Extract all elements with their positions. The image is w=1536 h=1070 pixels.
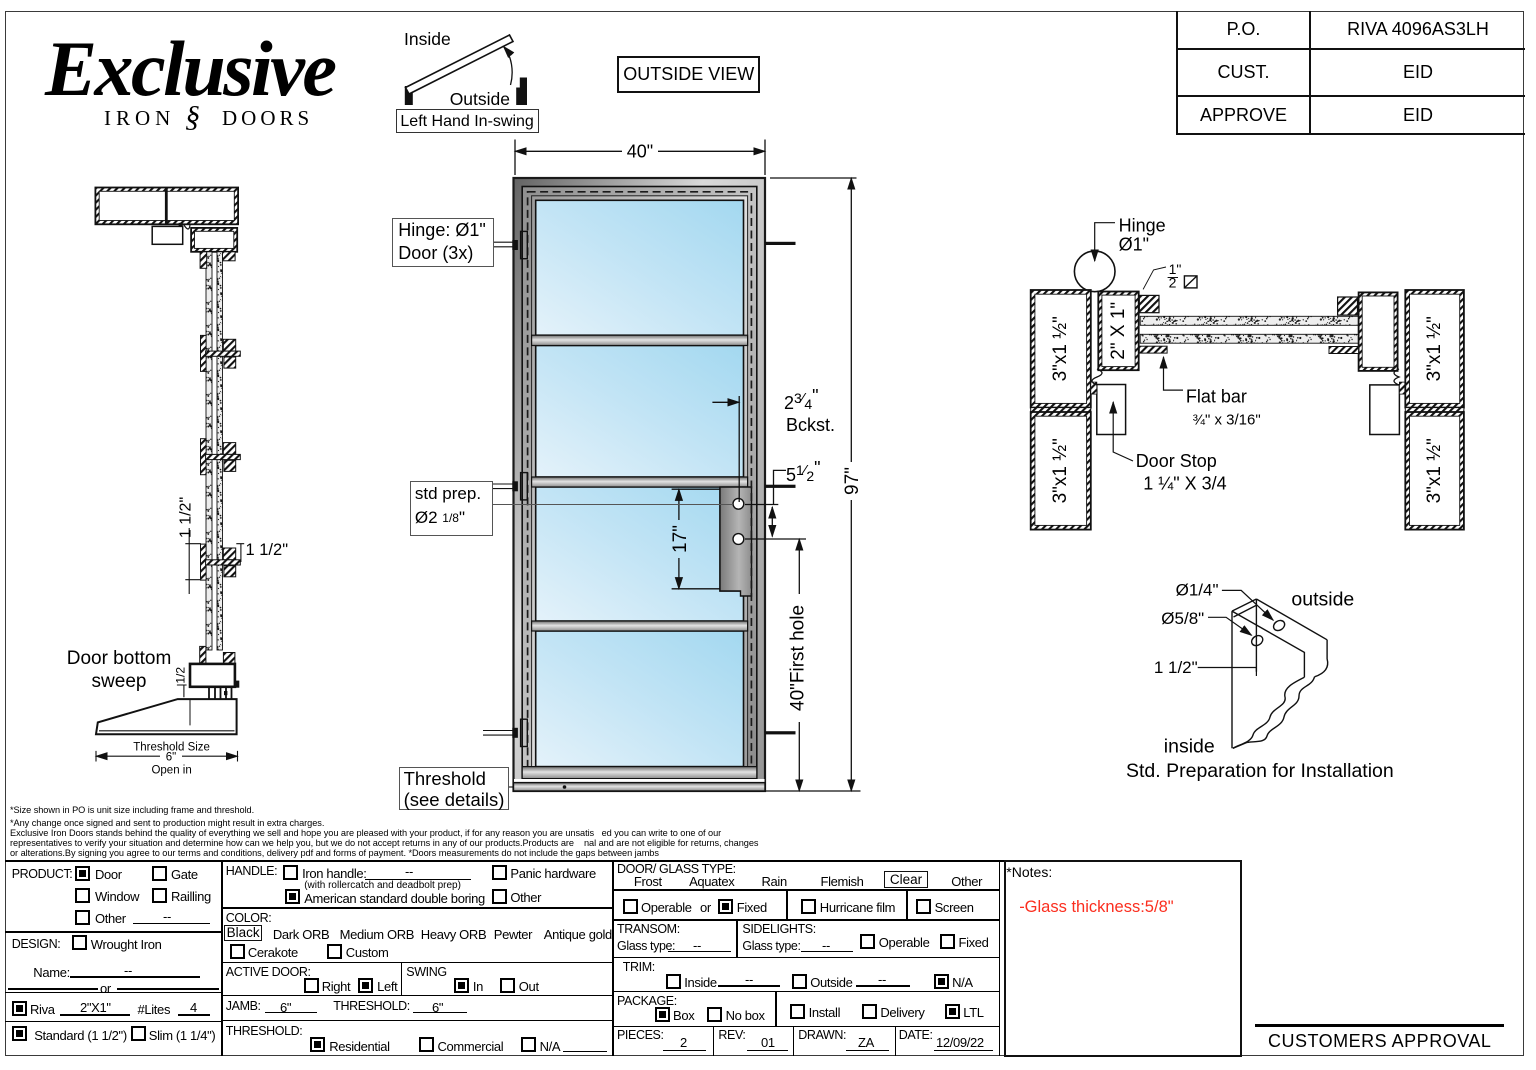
svg-text:1/2: 1/2 (174, 667, 188, 684)
svg-text:Ø1/4": Ø1/4" (1176, 581, 1219, 600)
svg-text:Ø1": Ø1" (1119, 235, 1149, 255)
svg-text:3"x1 ½": 3"x1 ½" (1050, 438, 1071, 503)
svg-text:¾" x 3/16": ¾" x 3/16" (1193, 412, 1261, 429)
svg-text:outside: outside (1291, 589, 1354, 611)
svg-text:Open in: Open in (151, 765, 191, 777)
svg-text:97": 97" (842, 467, 863, 495)
svg-text:2: 2 (1169, 275, 1177, 291)
svg-text:3"x1 ½": 3"x1 ½" (1424, 438, 1445, 503)
svg-text:Flat bar: Flat bar (1186, 387, 1247, 407)
svg-text:inside: inside (1164, 736, 1215, 758)
svg-text:Hinge: Hinge (1119, 216, 1166, 236)
svg-text:1 1/2": 1 1/2" (1154, 658, 1198, 677)
svg-text:Door Stop: Door Stop (1136, 451, 1217, 471)
svg-text:6": 6" (166, 752, 176, 764)
svg-text:Bckst.: Bckst. (786, 415, 835, 435)
svg-text:1 ¼" X 3/4: 1 ¼" X 3/4 (1143, 474, 1226, 494)
svg-text:1 1/2": 1 1/2" (246, 541, 289, 559)
svg-text:51⁄2": 51⁄2" (786, 458, 821, 485)
svg-text:Inside: Inside (404, 29, 451, 49)
svg-text:Outside: Outside (450, 89, 510, 109)
svg-text:40": 40" (627, 142, 653, 162)
svg-text:3"x1 ½": 3"x1 ½" (1050, 316, 1071, 381)
svg-text:1 1/2": 1 1/2" (178, 497, 195, 538)
svg-text:2" X 1": 2" X 1" (1108, 302, 1129, 360)
svg-text:Ø5/8": Ø5/8" (1161, 609, 1204, 628)
svg-text:1": 1" (1169, 261, 1182, 277)
svg-text:3"x1 ½": 3"x1 ½" (1424, 316, 1445, 381)
svg-text:Std. Preparation for Installat: Std. Preparation for Installation (1126, 760, 1394, 782)
svg-text:40"First hole: 40"First hole (788, 605, 809, 711)
svg-text:23⁄4": 23⁄4" (784, 386, 819, 413)
svg-text:Threshold Size: Threshold Size (133, 741, 210, 753)
svg-text:17": 17" (670, 525, 691, 553)
